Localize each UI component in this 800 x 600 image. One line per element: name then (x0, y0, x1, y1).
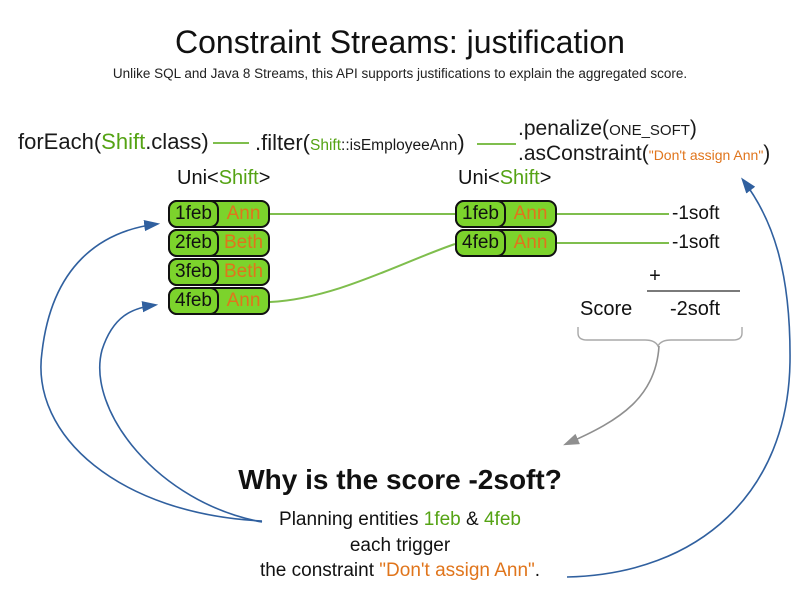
code-penalize-prefix: .penalize( (518, 117, 610, 140)
right-header-prefix: Uni< (458, 167, 500, 189)
why-line3-suffix: . (534, 560, 541, 581)
code-foreach-suffix: .class) (145, 129, 209, 154)
code-filter-method: ::isEmployeeAnn (341, 137, 458, 154)
page-title: Constraint Streams: justification (175, 24, 625, 60)
code-filter-suffix: ) (457, 130, 465, 155)
right-header-suffix: > (539, 167, 552, 189)
right-table-row-4feb: 4feb Ann (455, 229, 557, 257)
why-line3-quote: "Don't assign Ann" (379, 560, 535, 581)
cell-employee: Ann (226, 290, 261, 311)
why-to-4feb-arrow-icon (99, 301, 263, 523)
code-asconstraint-suffix: ) (763, 142, 771, 165)
code-filter-prefix: .filter( (255, 130, 310, 155)
why-line1-amp: & (460, 509, 484, 530)
code-asconstraint-arg: "Don't assign Ann" (648, 147, 764, 163)
score-brace (577, 327, 743, 348)
left-header-type: Shift (218, 167, 259, 189)
left-table-row-2feb: 2feb Beth (168, 229, 270, 257)
why-to-1feb-arrow-icon (40, 220, 263, 522)
code-filter-class: Shift (310, 137, 342, 154)
cell-employee: Ann (513, 232, 548, 253)
left-table-row-1feb: 1feb Ann (168, 200, 270, 228)
left-header-suffix: > (258, 167, 271, 189)
code-penalize-arg: ONE_SOFT (609, 122, 690, 139)
left-table-row-3feb: 3feb Beth (168, 258, 270, 286)
cell-employee: Ann (513, 203, 548, 224)
cell-date: 3feb (168, 258, 219, 286)
cell-date: 4feb (455, 229, 506, 257)
left-table-header: Uni<Shift> (177, 167, 270, 190)
right-header-type: Shift (499, 167, 540, 189)
cell-date: 1feb (168, 200, 219, 228)
cell-date: 2feb (168, 229, 219, 257)
constraint-to-asconstraint-arrow-icon (566, 177, 791, 578)
cell-employee: Ann (226, 203, 261, 224)
why-line3-prefix: the constraint (259, 560, 380, 581)
score-to-why-arrow-icon (563, 345, 660, 446)
plus-sign: + (649, 265, 661, 287)
score-label: Score (580, 298, 633, 320)
code-foreach-prefix: forEach( (18, 129, 102, 154)
code-foreach: forEach(Shift.class) (18, 129, 209, 155)
code-penalize-suffix: ) (689, 117, 697, 140)
cell-date: 4feb (168, 287, 219, 315)
score-total: -2soft (670, 298, 721, 320)
why-line1-entity2: 4feb (483, 509, 521, 530)
why-heading: Why is the score -2soft? (238, 464, 562, 495)
why-line2: each trigger (349, 535, 451, 556)
why-line1-prefix: Planning entities (279, 509, 424, 530)
why-line3: the constraint "Don't assign Ann". (0, 560, 800, 582)
why-line1-entity1: 1feb (423, 509, 461, 530)
why-line1: Planning entities 1feb & 4feb (0, 509, 800, 531)
cell-employee: Beth (223, 232, 264, 253)
match2-score: -1soft (672, 232, 720, 253)
left-header-prefix: Uni< (177, 167, 219, 189)
right-table-header: Uni<Shift> (458, 167, 551, 190)
cell-employee: Beth (223, 261, 264, 282)
match1-score: -1soft (672, 203, 720, 224)
connector-4feb-left-right (269, 243, 456, 303)
page-subtitle: Unlike SQL and Java 8 Streams, this API … (112, 66, 688, 81)
code-foreach-class: Shift (101, 129, 146, 154)
cell-date: 1feb (455, 200, 506, 228)
code-asconstraint-prefix: .asConstraint( (518, 142, 649, 165)
code-filter: .filter(Shift::isEmployeeAnn) (255, 130, 465, 156)
code-penalize: .penalize(ONE_SOFT) (518, 117, 697, 141)
left-table-row-4feb: 4feb Ann (168, 287, 270, 315)
code-asconstraint: .asConstraint("Don't assign Ann") (518, 142, 770, 166)
right-table-row-1feb: 1feb Ann (455, 200, 557, 228)
